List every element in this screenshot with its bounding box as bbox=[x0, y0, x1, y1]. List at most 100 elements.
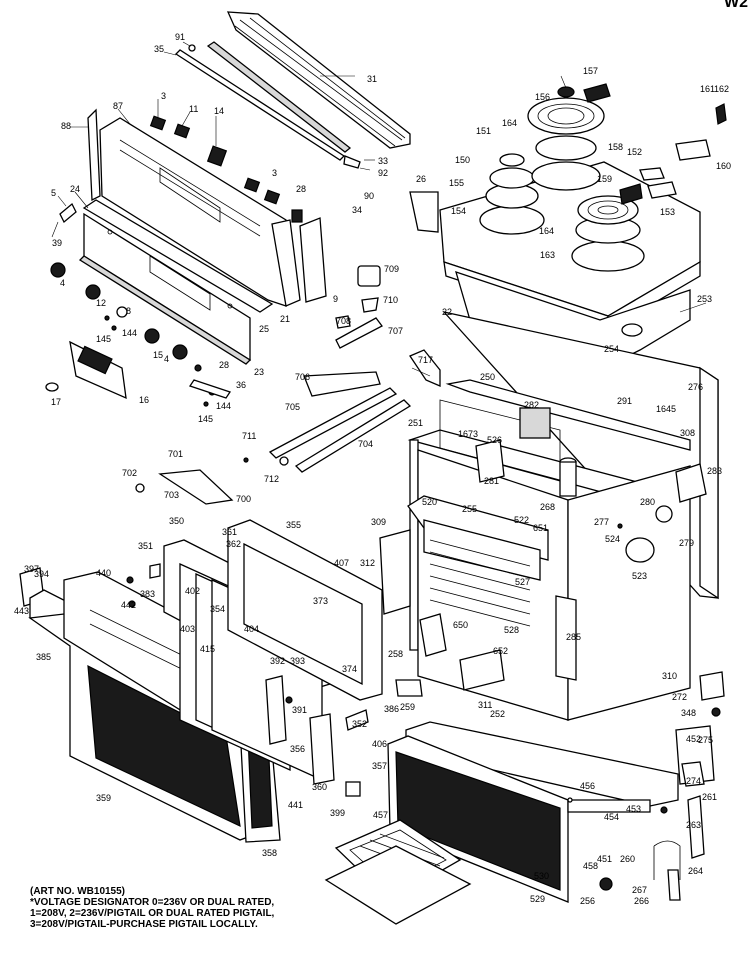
part-callout-276: 276 bbox=[688, 382, 703, 392]
voltage-note-line-2: 1=208V, 2=236V/PIGTAIL OR DUAL RATED PIG… bbox=[30, 908, 275, 919]
part-callout-3: 3 bbox=[161, 91, 166, 101]
part-callout-4: 4 bbox=[60, 278, 65, 288]
part-callout-3: 3 bbox=[272, 168, 277, 178]
part-callout-717: 717 bbox=[418, 355, 433, 365]
part-callout-453: 453 bbox=[626, 804, 641, 814]
part-callout-155: 155 bbox=[449, 178, 464, 188]
part-callout-520: 520 bbox=[422, 497, 437, 507]
part-callout-350: 350 bbox=[169, 516, 184, 526]
knob-group bbox=[45, 262, 232, 407]
part-callout-708: 708 bbox=[336, 316, 351, 326]
part-callout-399: 399 bbox=[330, 808, 345, 818]
part-callout-263: 263 bbox=[686, 820, 701, 830]
voltage-note-line-1: *VOLTAGE DESIGNATOR 0=236V OR DUAL RATED… bbox=[30, 897, 275, 908]
control-panel-group bbox=[51, 108, 327, 365]
part-callout-34: 34 bbox=[352, 205, 362, 215]
part-callout-386: 386 bbox=[384, 704, 399, 714]
part-callout-15: 15 bbox=[153, 350, 163, 360]
part-callout-28: 28 bbox=[296, 184, 306, 194]
part-callout-357: 357 bbox=[372, 761, 387, 771]
part-callout-373: 373 bbox=[313, 596, 328, 606]
part-callout-252: 252 bbox=[490, 709, 505, 719]
part-callout-92: 92 bbox=[378, 168, 388, 178]
part-callout-650: 650 bbox=[453, 620, 468, 630]
part-callout-392: 392 bbox=[270, 656, 285, 666]
part-callout-383: 383 bbox=[140, 589, 155, 599]
leader-lines bbox=[117, 75, 707, 377]
part-callout-356: 356 bbox=[290, 744, 305, 754]
part-callout-457: 457 bbox=[373, 810, 388, 820]
part-callout-394: 394 bbox=[34, 569, 49, 579]
oven-body-group bbox=[379, 310, 725, 721]
part-callout-8: 8 bbox=[126, 306, 131, 316]
top-trim-group bbox=[163, 11, 411, 171]
part-callout-456: 456 bbox=[580, 781, 595, 791]
part-callout-91: 91 bbox=[175, 32, 185, 42]
part-callout-311: 311 bbox=[478, 700, 492, 710]
part-callout-391: 391 bbox=[292, 705, 307, 715]
part-callout-22: 22 bbox=[442, 307, 452, 317]
part-callout-440: 440 bbox=[96, 568, 111, 578]
part-callout-651: 651 bbox=[533, 523, 548, 533]
part-callout-264: 264 bbox=[688, 866, 703, 876]
part-callout-156: 156 bbox=[535, 92, 550, 102]
corner-label: W2 bbox=[724, 0, 748, 11]
part-callout-529: 529 bbox=[530, 894, 545, 904]
part-callout-348: 348 bbox=[681, 708, 696, 718]
part-callout-309: 309 bbox=[371, 517, 386, 527]
part-callout-523: 523 bbox=[632, 571, 647, 581]
part-callout-282: 282 bbox=[524, 400, 539, 410]
part-callout-308: 308 bbox=[680, 428, 695, 438]
part-callout-160: 160 bbox=[716, 161, 731, 171]
part-callout-253: 253 bbox=[697, 294, 712, 304]
part-callout-707: 707 bbox=[388, 326, 403, 336]
part-callout-35: 35 bbox=[154, 44, 164, 54]
part-callout-158: 158 bbox=[608, 142, 623, 152]
part-callout-403: 403 bbox=[180, 624, 195, 634]
part-callout-524: 524 bbox=[605, 534, 620, 544]
part-callout-161: 161 bbox=[700, 84, 715, 94]
part-callout-157: 157 bbox=[583, 66, 598, 76]
art-number: (ART NO. WB10155) bbox=[30, 886, 126, 897]
part-callout-24: 24 bbox=[70, 184, 80, 194]
part-callout-705: 705 bbox=[285, 402, 300, 412]
part-callout-279: 279 bbox=[679, 538, 694, 548]
part-callout-266: 266 bbox=[634, 896, 649, 906]
part-callout-16: 16 bbox=[139, 395, 149, 405]
part-callout-33: 33 bbox=[378, 156, 388, 166]
door-group bbox=[19, 519, 383, 843]
part-callout-711: 711 bbox=[242, 431, 256, 441]
part-callout-362: 362 bbox=[226, 539, 241, 549]
part-callout-87: 87 bbox=[113, 101, 123, 111]
part-callout-154: 154 bbox=[451, 206, 466, 216]
part-callout-145: 145 bbox=[96, 334, 111, 344]
part-callout-144: 144 bbox=[122, 328, 137, 338]
part-callout-706: 706 bbox=[295, 372, 310, 382]
part-callout-1673: 1673 bbox=[458, 429, 478, 439]
part-callout-25: 25 bbox=[259, 324, 269, 334]
part-callout-153: 153 bbox=[660, 207, 675, 217]
part-callout-355: 355 bbox=[286, 520, 301, 530]
part-callout-402: 402 bbox=[185, 586, 200, 596]
part-callout-272: 272 bbox=[672, 692, 687, 702]
part-callout-281: 281 bbox=[484, 476, 499, 486]
part-callout-404: 404 bbox=[244, 624, 259, 634]
part-callout-406: 406 bbox=[372, 739, 387, 749]
part-callout-88: 88 bbox=[61, 121, 71, 131]
part-callout-274: 274 bbox=[686, 776, 701, 786]
part-callout-5: 5 bbox=[51, 188, 56, 198]
part-callout-162: 162 bbox=[714, 84, 729, 94]
part-callout-454: 454 bbox=[604, 812, 619, 822]
part-callout-12: 12 bbox=[96, 298, 106, 308]
part-callout-280: 280 bbox=[640, 497, 655, 507]
part-callout-28: 28 bbox=[219, 360, 229, 370]
part-callout-164: 164 bbox=[539, 226, 554, 236]
diagram-notes: (ART NO. WB10155) *VOLTAGE DESIGNATOR 0=… bbox=[30, 886, 274, 930]
part-callout-702: 702 bbox=[122, 468, 137, 478]
part-callout-704: 704 bbox=[358, 439, 373, 449]
part-callout-442: 442 bbox=[121, 600, 136, 610]
part-callout-312: 312 bbox=[360, 558, 375, 568]
part-callout-250: 250 bbox=[480, 372, 495, 382]
